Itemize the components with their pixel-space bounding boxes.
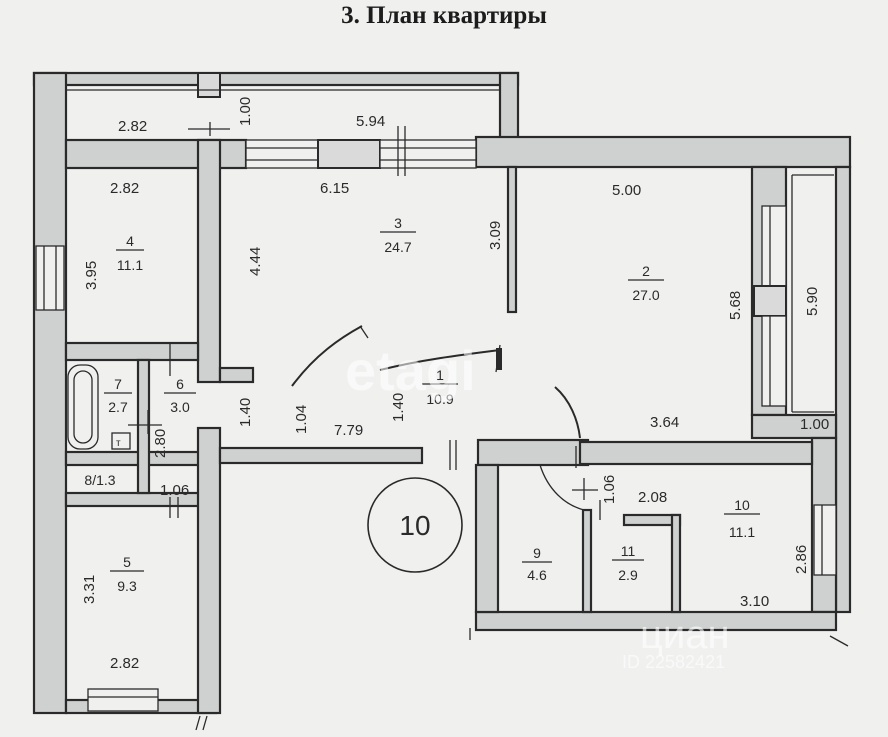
dimensions: 2.82 1.00 5.94 6.15 5.00 2.82 3.95 4.44 … [81, 97, 829, 672]
wall-9-left [474, 463, 500, 614]
wall-11-10 [670, 513, 682, 614]
dim-balcony-depth: 1.00 [237, 97, 254, 126]
top-right-wall [474, 135, 852, 169]
dim-1-40-mid: 1.40 [390, 393, 407, 422]
id-watermark: ID 22582421 [622, 652, 725, 672]
wall-2-9 [476, 438, 590, 467]
right-wall-corner [750, 413, 838, 440]
room-8-label: 8/1.3 [84, 472, 115, 488]
room-4-area: 11.1 [117, 257, 143, 273]
interior-walls [64, 138, 814, 715]
dim-5-90: 5.90 [804, 287, 821, 316]
dim-room4-width: 2.82 [110, 180, 139, 197]
dim-3-10: 3.10 [740, 593, 769, 610]
window-room-3b [379, 139, 477, 169]
dim-1-06-left: 1.06 [160, 482, 189, 499]
window-room-2b [761, 315, 787, 407]
room-1-number: 1 [436, 367, 444, 383]
room-11-number: 11 [621, 543, 636, 559]
window-room-2a [761, 205, 787, 287]
dim-3-09: 3.09 [487, 221, 504, 250]
window-room-10 [813, 504, 837, 576]
dim-2-08: 2.08 [638, 489, 667, 506]
etagi-watermark: etagi [345, 339, 476, 402]
wall-under-4 [64, 341, 200, 362]
wall-4-3 [196, 138, 222, 384]
dim-1-40-left: 1.40 [237, 398, 254, 427]
cian-watermark: циан [640, 613, 730, 657]
dim-balcony-width: 2.82 [118, 118, 147, 135]
dim-3-64: 3.64 [650, 414, 679, 431]
dim-4-44: 4.44 [247, 247, 264, 276]
room-1-area: 10.9 [426, 391, 453, 407]
svg-text:т: т [116, 438, 121, 449]
room-9-number: 9 [533, 545, 541, 561]
room-11-area: 2.9 [618, 567, 638, 583]
room-10-number: 10 [734, 497, 750, 513]
room-4-number: 4 [126, 233, 134, 249]
dim-3-31: 3.31 [81, 575, 98, 604]
windows [35, 72, 837, 712]
room-7-area: 2.7 [108, 399, 128, 415]
room-labels: 3 24.7 4 11.1 2 27.0 1 10.9 7 2.7 6 3.0 … [84, 215, 760, 594]
dim-3-95: 3.95 [83, 261, 100, 290]
dim-5-68: 5.68 [727, 291, 744, 320]
dim-2-86: 2.86 [793, 545, 810, 574]
door-arc-corridor [379, 349, 501, 371]
room-3-number: 3 [394, 215, 402, 231]
room-5-number: 5 [123, 554, 131, 570]
window-room-4 [35, 245, 65, 311]
door-arc-9 [539, 464, 585, 511]
wall-wc-bottom [64, 491, 214, 508]
room-9-area: 4.6 [527, 567, 547, 583]
room-6-area: 3.0 [170, 399, 190, 415]
corridor-bottom-wall [218, 446, 424, 465]
balcony-pier [197, 72, 221, 98]
wall-3-2 [506, 165, 518, 314]
dim-1-06-right: 1.06 [601, 475, 618, 504]
door-arc-3 [291, 325, 363, 387]
room-5-area: 9.3 [117, 578, 137, 594]
room-3-area: 24.7 [384, 239, 411, 255]
room-2-area: 27.0 [632, 287, 659, 303]
right-balcony-wall [834, 165, 852, 614]
dimension-ticks [128, 122, 849, 731]
dim-7-79: 7.79 [334, 422, 363, 439]
room-6-number: 6 [176, 376, 184, 392]
plan-title: 3. План квартиры [341, 2, 547, 29]
wall-5-right [196, 426, 222, 715]
room-circle-number: 10 [399, 510, 430, 541]
dim-5-94: 5.94 [356, 113, 385, 130]
dim-room5-width: 2.82 [110, 655, 139, 672]
pier-room-2 [753, 285, 787, 317]
window-room-3a [245, 139, 319, 169]
wall-9-11 [581, 508, 593, 614]
wall-stub [218, 366, 255, 384]
window-room-5 [87, 688, 159, 712]
left-wall [32, 71, 68, 715]
sink-icon [111, 432, 131, 450]
wall-bath-right [136, 358, 151, 495]
wall-2-10 [578, 440, 814, 466]
dim-5-00: 5.00 [612, 182, 641, 199]
doors [291, 325, 585, 511]
pier-room-3 [317, 139, 381, 169]
balcony-top-wall [32, 71, 520, 87]
dim-2-80: 2.80 [152, 429, 169, 458]
dim-1-04: 1.04 [293, 405, 310, 434]
door-arc-2 [554, 386, 581, 439]
bottom-wall-right [474, 610, 838, 632]
dim-6-15: 6.15 [320, 180, 349, 197]
room-10-area: 11.1 [729, 524, 755, 540]
room-2-number: 2 [642, 263, 650, 279]
dim-1-00-right: 1.00 [800, 416, 829, 433]
room-circle [367, 477, 463, 573]
room-7-number: 7 [114, 376, 122, 392]
bathtub-icon: т [67, 364, 131, 450]
